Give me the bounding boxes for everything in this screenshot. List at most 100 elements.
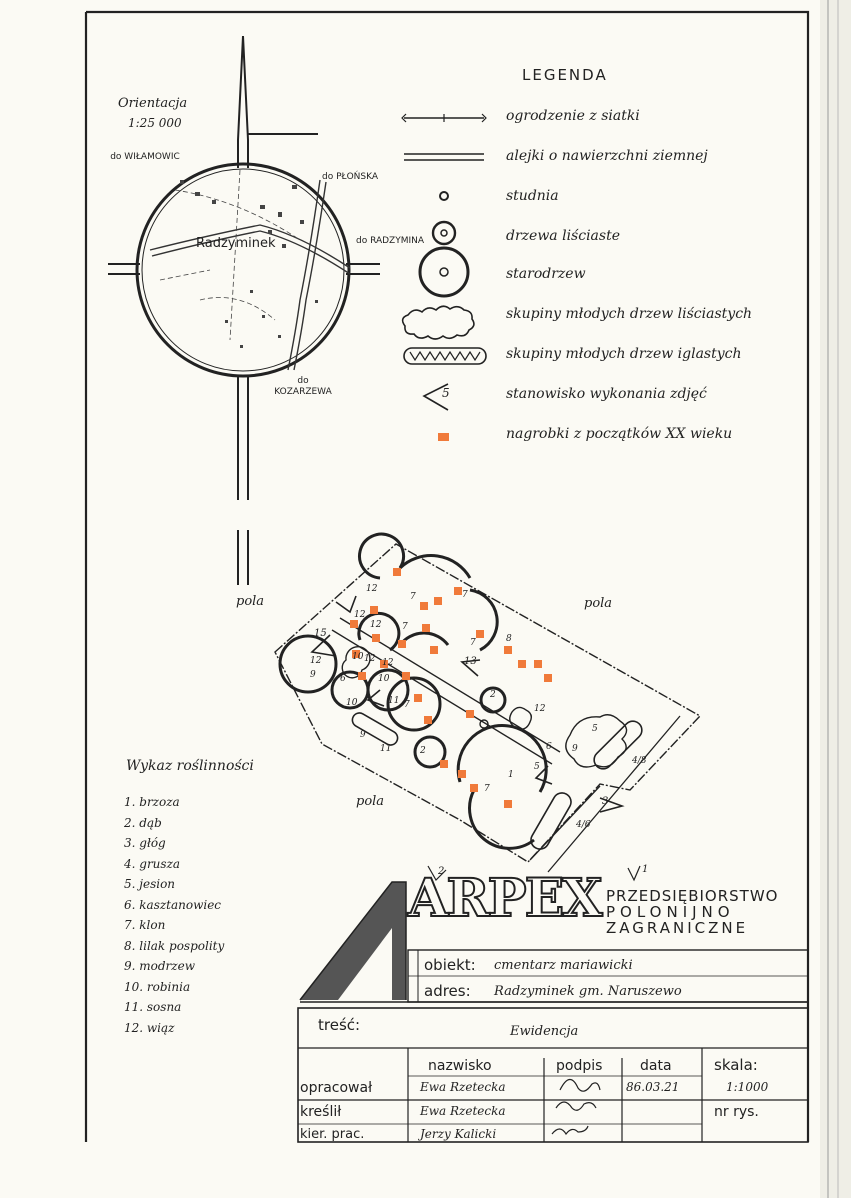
plant-list-item: 4. grusza xyxy=(124,856,181,871)
header-signature: podpis xyxy=(556,1058,603,1074)
tree-label: 7 xyxy=(404,700,410,710)
tree-label: 9 xyxy=(310,670,316,680)
road-to-radzymin: do RADZYMINA xyxy=(356,236,425,246)
legend-label-young-conifer: skupiny młodych drzew iglastych xyxy=(506,346,742,362)
old-tree-symbol xyxy=(418,246,470,298)
locator-map xyxy=(135,162,351,378)
legend-label-path: alejki o nawierzchni ziemnej xyxy=(506,148,708,164)
plant-list-item: 6. kasztanowiec xyxy=(124,897,222,912)
tree-label: 10 xyxy=(346,698,358,708)
tree-label: 7 xyxy=(470,638,476,648)
legend-label-photo-station: stanowisko wykonania zdjęć xyxy=(506,386,707,402)
row-role: kier. prac. xyxy=(300,1127,365,1142)
legend-label-deciduous: drzewa liściaste xyxy=(506,228,620,244)
tree-label: 12 xyxy=(382,658,394,668)
road-to-kozarzewo: do KOZARZEWA xyxy=(274,376,332,397)
fence-symbol xyxy=(401,113,487,123)
station-label: 15 xyxy=(314,628,327,639)
tree-label: 5 xyxy=(534,762,540,772)
row-name: Jerzy Kalicki xyxy=(420,1127,497,1141)
plant-list-item: 9. modrzew xyxy=(124,959,195,973)
address-label: adres: xyxy=(424,982,471,1000)
company-line: POLONIJNO xyxy=(606,903,735,921)
company-line: PRZEDSIĘBIORSTWO xyxy=(606,887,779,905)
tree-label: 2 xyxy=(490,690,496,700)
row-role: opracował xyxy=(300,1080,373,1096)
title-block xyxy=(297,865,809,1143)
well-symbol xyxy=(439,191,449,201)
company-line: ZAGRANICZNE xyxy=(606,919,749,937)
tree-label: 6 xyxy=(546,742,552,752)
tree-label: 5 xyxy=(592,724,598,734)
young-conifer-group-symbol xyxy=(403,347,487,365)
station-label: 2 xyxy=(438,866,445,877)
object-value: cmentarz mariawicki xyxy=(494,958,633,973)
orientation-scale: 1:25 000 xyxy=(128,116,182,130)
tree-label: 10 xyxy=(352,652,364,662)
field-label-top-right: pola xyxy=(584,596,613,611)
deciduous-tree-symbol xyxy=(431,220,457,246)
plant-list-item: 11. sosna xyxy=(124,1000,182,1014)
company-name: PRZEDSIĘBIORSTWO POLONIJNO ZAGRANICZNE xyxy=(606,888,778,936)
legend-label-well: studnia xyxy=(506,188,559,204)
station-label: 13 xyxy=(464,656,477,667)
station-label: 1 xyxy=(642,864,649,875)
road-to-wilamowice: do WIŁAMOWIC xyxy=(110,152,180,162)
plant-list: 1. brzoza 2. dąb 3. głóg 4. grusza 5. je… xyxy=(124,792,224,1038)
field-label-top-left: pola xyxy=(236,594,265,609)
tree-label: 9 xyxy=(572,744,578,754)
tree-label: 2 xyxy=(420,746,426,756)
header-name: nazwisko xyxy=(428,1058,492,1074)
plant-list-item: 7. klon xyxy=(124,918,166,932)
tree-label: 12 xyxy=(366,584,378,594)
plant-list-item: 12. wiąz xyxy=(124,1020,175,1035)
tree-label: 7 xyxy=(484,784,490,794)
plant-list-item: 5. jesion xyxy=(124,877,176,891)
tree-label: 8 xyxy=(506,634,512,644)
tree-label: 12 xyxy=(370,620,382,630)
plant-list-title: Wykaz roślinności xyxy=(126,758,254,774)
tree-label: 12 xyxy=(310,656,322,666)
conifer-groups xyxy=(351,712,643,850)
gravestone-symbol xyxy=(438,433,449,441)
plant-list-item: 2. dąb xyxy=(124,815,162,830)
tree-label: 11 xyxy=(380,744,392,754)
plant-list-item: 10. robinia xyxy=(124,979,191,994)
drawing-no-label: nr rys. xyxy=(714,1104,759,1120)
path-symbol xyxy=(404,153,484,161)
content-label: treść: xyxy=(318,1016,361,1034)
north-arrow-icon xyxy=(108,35,380,585)
photo-station-number: 5 xyxy=(442,386,450,400)
place-name: Radzyminek xyxy=(196,236,276,251)
row-date: 86.03.21 xyxy=(626,1080,680,1094)
row-role: kreślił xyxy=(300,1104,342,1120)
tree-label: 4/6 xyxy=(576,820,591,830)
tree-label: 9 xyxy=(360,730,366,740)
plant-list-item: 3. głóg xyxy=(124,836,166,850)
tree-label: 12 xyxy=(364,654,376,664)
arpex-logo: ARPEX xyxy=(407,867,604,930)
row-name: Ewa Rzetecka xyxy=(420,1104,506,1118)
legend-label-gravestones: nagrobki z początków XX wieku xyxy=(506,426,733,442)
field-label-bottom: pola xyxy=(356,794,385,809)
plant-list-item: 8. lilak pospolity xyxy=(124,938,225,953)
row-name: Ewa Rzetecka xyxy=(420,1080,506,1094)
plant-list-item: 1. brzoza xyxy=(124,795,180,809)
legend-label-fence: ogrodzenie z siatki xyxy=(506,108,640,124)
tree-label: 11 xyxy=(388,696,400,706)
tree-label: 7 xyxy=(402,622,408,632)
object-label: obiekt: xyxy=(424,956,476,974)
legend-label-old-trees: starodrzew xyxy=(506,266,586,282)
content-value: Ewidencja xyxy=(510,1024,579,1039)
tree-label: 1 xyxy=(508,770,514,780)
orientation-label: Orientacja xyxy=(118,96,188,111)
tree-label: 6 xyxy=(340,674,346,684)
tree-label: 4/8 xyxy=(632,756,647,766)
photo-station-symbol xyxy=(422,383,449,411)
tree-label: 7 xyxy=(410,592,416,602)
tree-label: 10 xyxy=(378,674,390,684)
tree-label: 12 xyxy=(354,610,366,620)
young-deciduous-group-symbol xyxy=(401,305,475,340)
